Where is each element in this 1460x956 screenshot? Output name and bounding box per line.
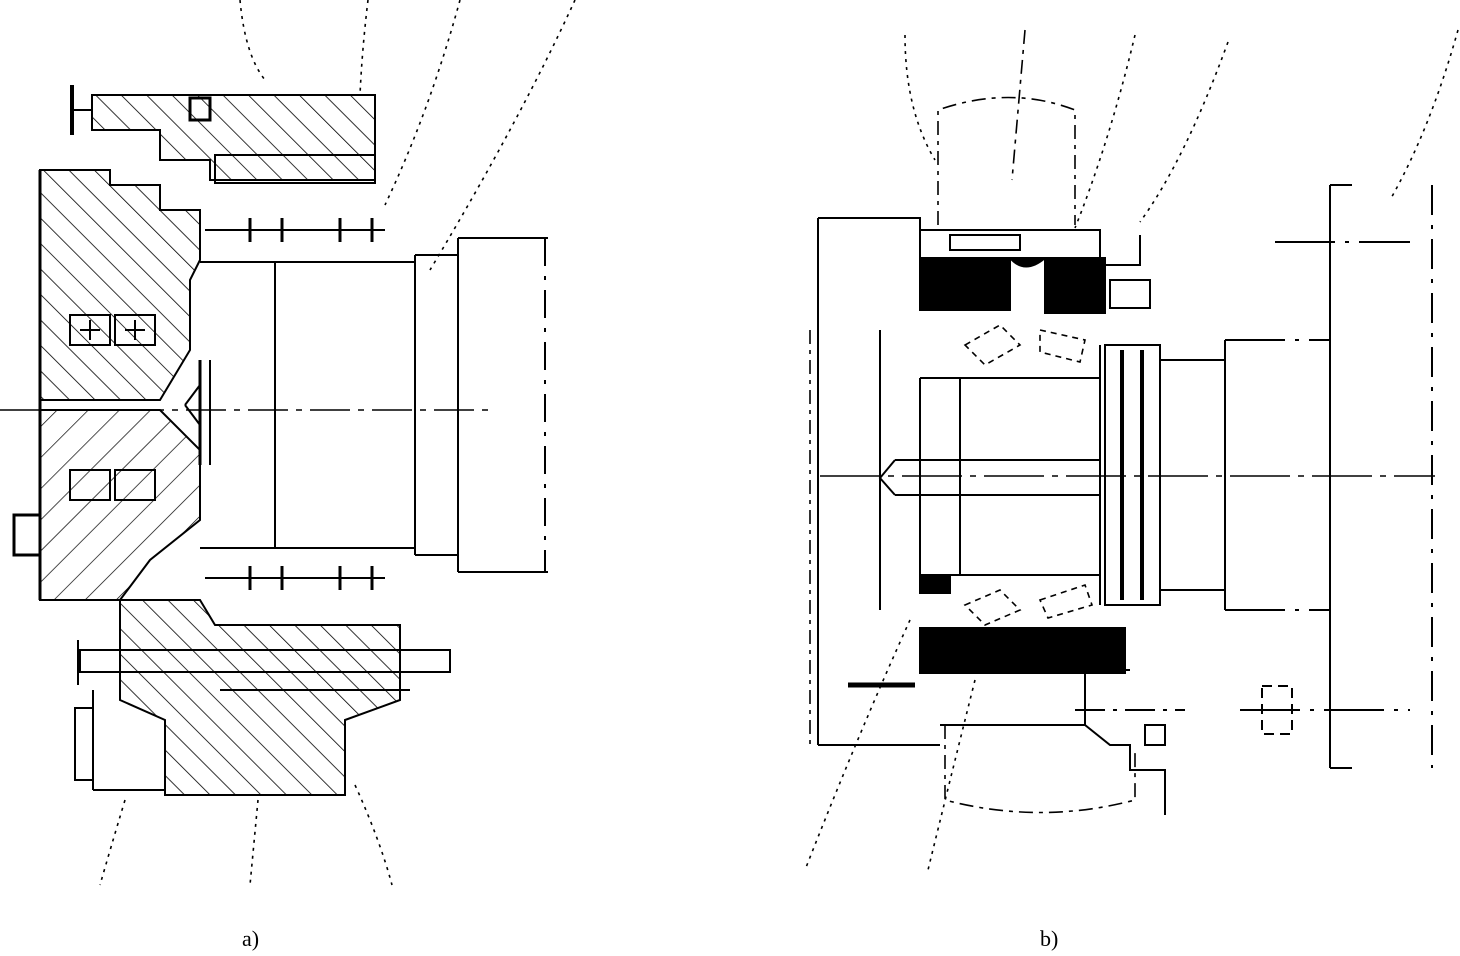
lower-bearing-ring [919,574,1126,674]
panel-b-caption: b) [1040,926,1059,951]
bore-bolts [205,218,385,590]
spindle-shaft [184,237,548,573]
panel-a-leader-lines [99,0,576,886]
panel-a-gearbox-section [0,0,576,886]
inner-shaft [878,339,1330,611]
panel-b-bearing-section [804,29,1459,871]
left-housing [12,169,201,601]
lower-gear-block [74,599,451,796]
panel-a-caption: a) [242,926,260,951]
tapered-rollers [963,324,1094,626]
upper-gear-block [70,85,376,184]
gear-outline [809,96,1136,814]
panel-b-leader-lines [804,29,1459,871]
upper-bearing-ring [919,229,1151,314]
